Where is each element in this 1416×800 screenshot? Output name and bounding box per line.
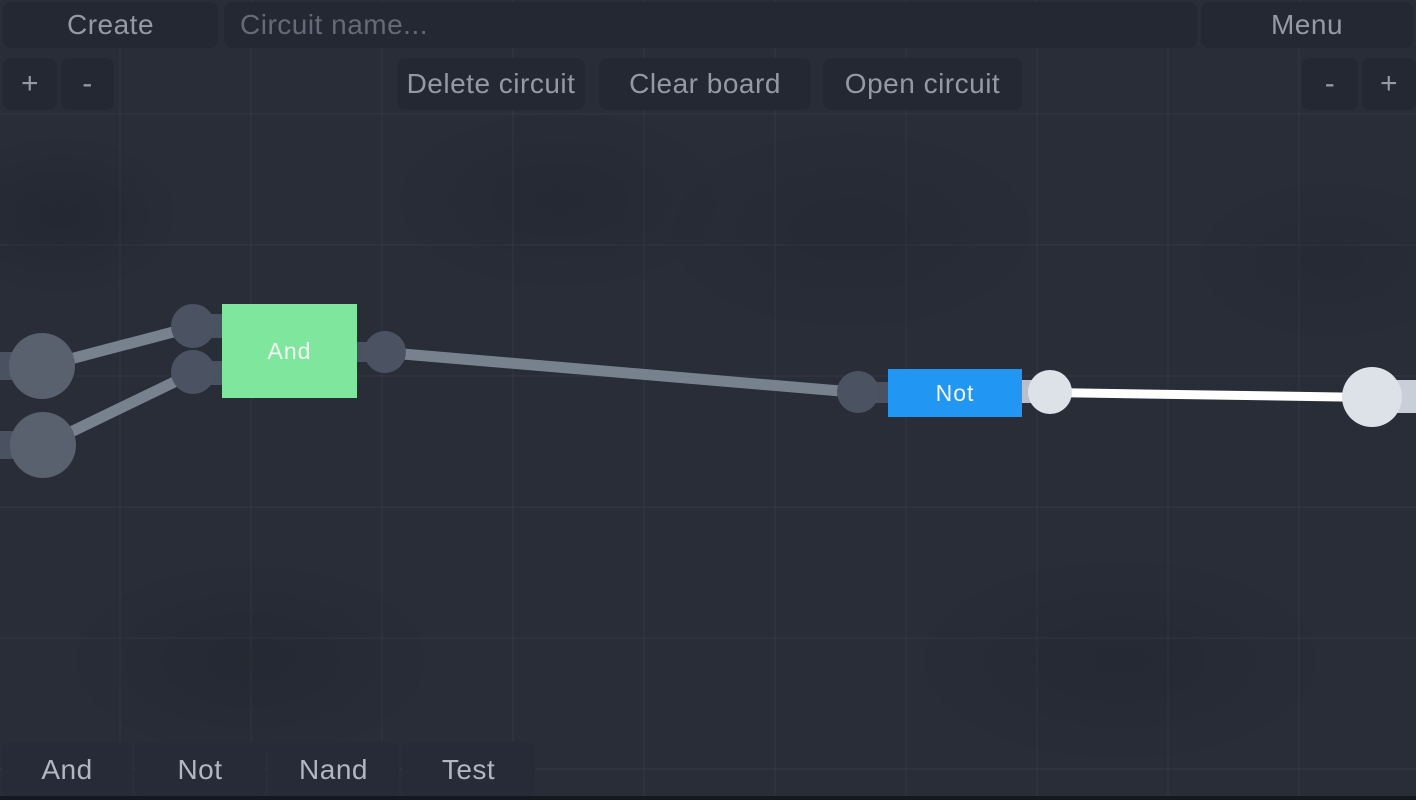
clear-board-button[interactable]: Clear board xyxy=(599,58,811,110)
bottom-edge-strip xyxy=(0,796,1416,800)
open-circuit-button[interactable]: Open circuit xyxy=(823,58,1022,110)
component-button-test[interactable]: Test xyxy=(402,742,535,797)
zoom-in-button-right[interactable]: + xyxy=(1362,58,1416,110)
component-button-not[interactable]: Not xyxy=(135,742,265,797)
gate-label: And xyxy=(267,337,312,364)
circuit-name-input[interactable] xyxy=(224,2,1197,48)
gate-not[interactable]: Not xyxy=(888,369,1022,417)
output-terminal[interactable] xyxy=(1342,367,1402,427)
not-output-node[interactable] xyxy=(1028,370,1072,414)
and-input-node-2[interactable] xyxy=(171,350,215,394)
gate-and[interactable]: And xyxy=(222,304,357,398)
menu-button[interactable]: Menu xyxy=(1201,2,1413,48)
component-button-and[interactable]: And xyxy=(2,742,132,797)
component-button-nand[interactable]: Nand xyxy=(268,742,399,797)
wire-not-to-output[interactable] xyxy=(1049,387,1373,402)
zoom-in-button-left[interactable]: + xyxy=(3,58,57,110)
not-input-node[interactable] xyxy=(837,371,879,413)
zoom-out-button-right[interactable]: - xyxy=(1302,58,1358,110)
input-terminal-2[interactable] xyxy=(10,412,76,478)
and-output-node[interactable] xyxy=(364,331,406,373)
input-terminal-1[interactable] xyxy=(9,333,75,399)
and-input-node-1[interactable] xyxy=(171,304,215,348)
delete-circuit-button[interactable]: Delete circuit xyxy=(397,58,585,110)
wire-and-to-not[interactable] xyxy=(384,346,859,398)
zoom-out-button-left[interactable]: - xyxy=(61,58,114,110)
create-button[interactable]: Create xyxy=(3,2,218,48)
gate-label: Not xyxy=(935,379,975,406)
